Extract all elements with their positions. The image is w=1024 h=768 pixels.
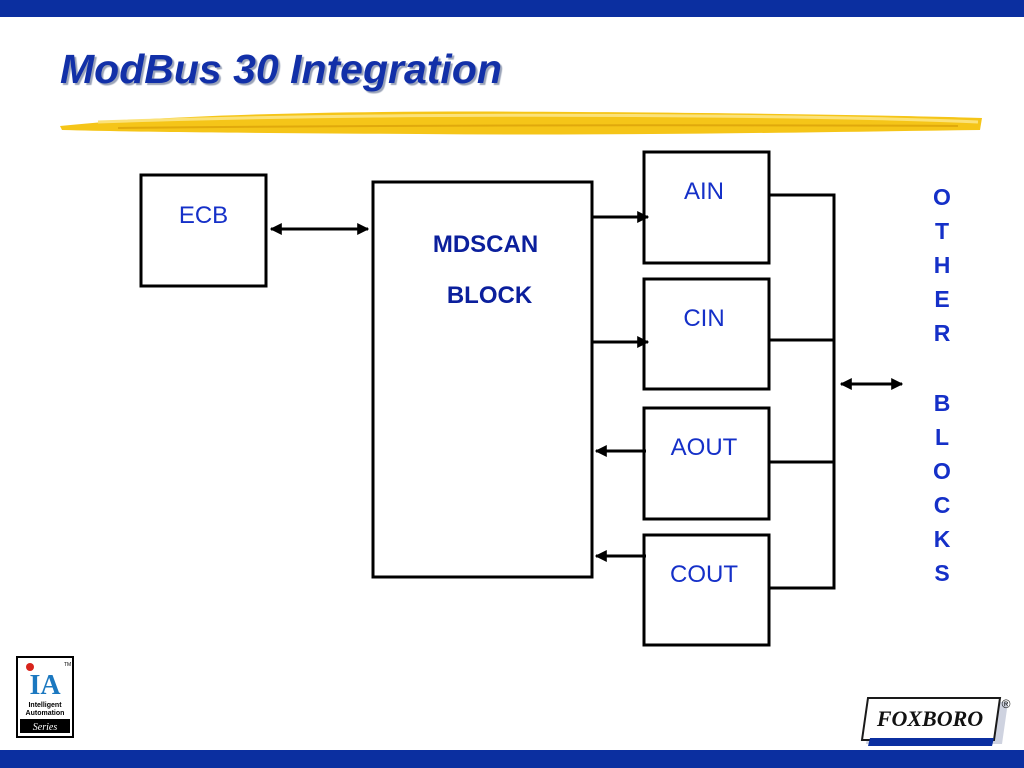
svg-text:Automation: Automation <box>26 710 65 717</box>
aout-label: AOUT <box>670 434 738 461</box>
mdscan-label: MDSCAN <box>432 231 539 258</box>
cout-box <box>642 533 771 647</box>
svg-text:Series: Series <box>33 722 58 733</box>
cin-box <box>642 277 771 391</box>
ia-red-dot-icon <box>26 663 34 671</box>
svg-text:Intelligent: Intelligent <box>28 702 62 709</box>
ecb-label: ECB <box>178 202 229 229</box>
top-banner <box>0 0 1024 17</box>
svg-text:FOXBORO: FOXBORO <box>876 706 983 731</box>
svg-text:IA: IA <box>29 670 61 701</box>
svg-text:®: ® <box>1002 697 1011 711</box>
blocks-label: B L O C K S <box>933 390 951 586</box>
cout-label: COUT <box>670 561 738 588</box>
aout-box <box>642 406 771 521</box>
block-label: BLOCK <box>446 282 533 309</box>
yellow-brush-underline <box>60 111 982 135</box>
svg-text:TM: TM <box>64 662 71 668</box>
ain-label: AIN <box>683 178 724 205</box>
ain-box <box>642 150 771 265</box>
bottom-banner <box>0 750 1024 768</box>
ia-series-logo: TM IA Intelligent Automation Series <box>16 656 74 738</box>
ecb-box <box>139 173 268 288</box>
page-title: ModBus 30 Integration <box>60 46 502 92</box>
mdscan-block-box <box>371 180 594 579</box>
foxboro-logo: FOXBORO ® <box>860 697 1011 746</box>
other-label: O T H E R <box>933 184 951 346</box>
output-bus <box>769 193 836 590</box>
cin-label: CIN <box>683 305 725 332</box>
